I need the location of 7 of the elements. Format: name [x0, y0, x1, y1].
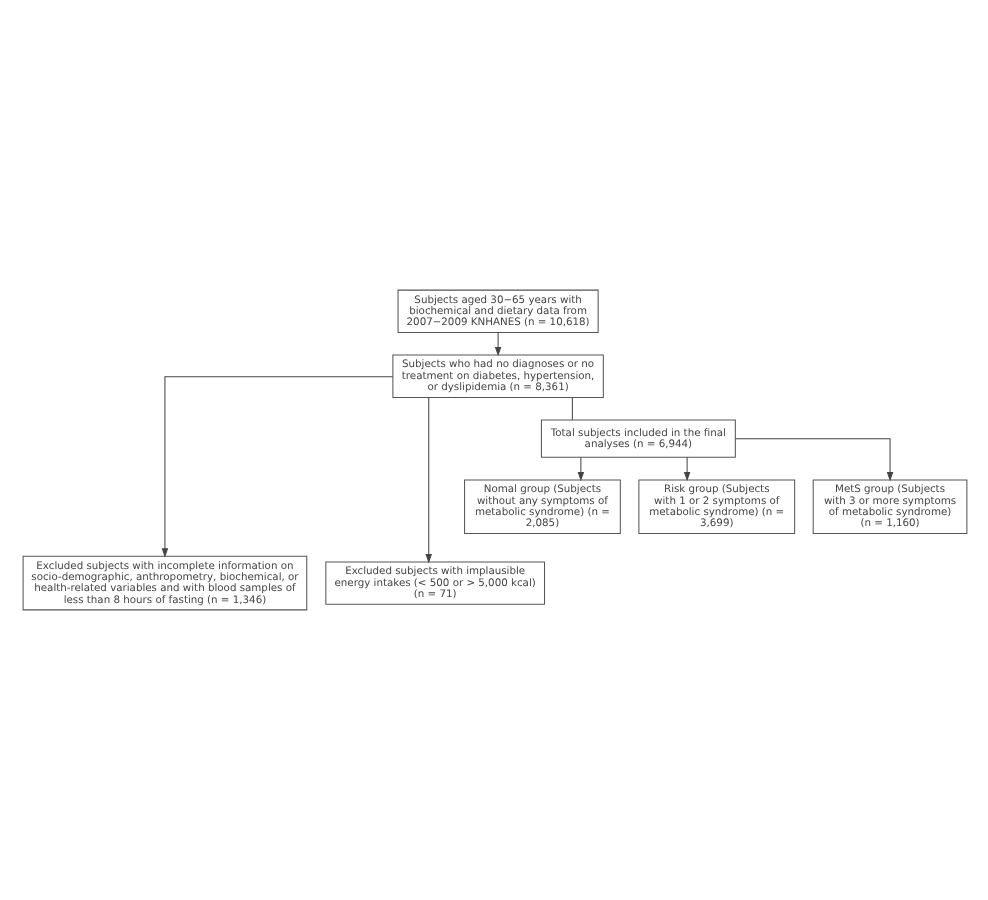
arrow: [160, 376, 393, 558]
arrow: [576, 456, 584, 482]
connector: [570, 397, 572, 421]
arrow: [424, 397, 431, 564]
arrow: [493, 332, 501, 357]
arrow: [734, 438, 893, 482]
arrow: [682, 456, 690, 482]
